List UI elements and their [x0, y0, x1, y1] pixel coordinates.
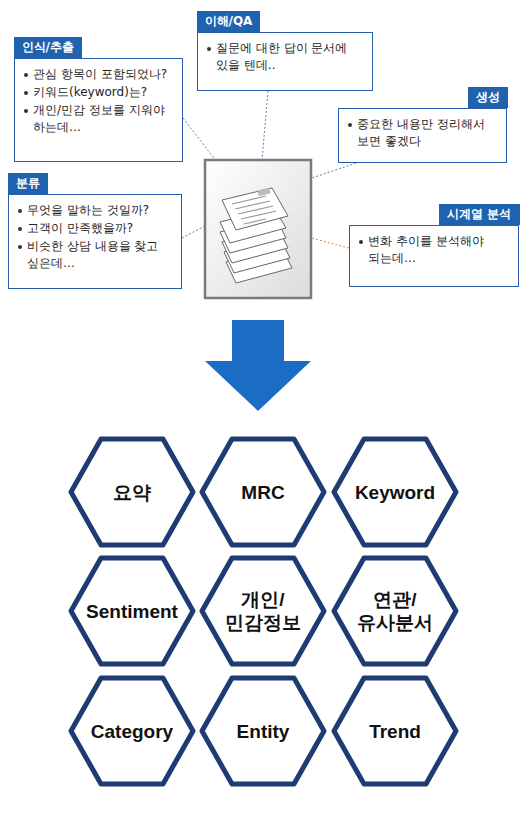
- bullet-dot: [24, 109, 28, 113]
- hexagon-shape: [202, 678, 324, 784]
- bullet-item: 개인/민감 정보를 지워야 하는데…: [23, 102, 176, 136]
- category-tag: 분류: [8, 173, 48, 194]
- hexagon-shape: [202, 439, 324, 545]
- hexagon-shape: [71, 558, 193, 664]
- bullet-item: 관심 항목이 포함되었나?: [23, 66, 176, 83]
- bullet-dot: [18, 245, 22, 249]
- hexagon-label-holder: 요약: [113, 481, 151, 504]
- callout-box: 분류무엇을 말하는 것일까?고객이 만족했을까?비슷한 상담 내용을 찾고 싶은…: [8, 194, 182, 289]
- bullet-dot: [348, 123, 352, 127]
- bullet-item: 무엇을 말하는 것일까?: [17, 202, 175, 219]
- bullet-dot: [24, 73, 28, 77]
- feature-hexagon: 연관/ 유사분서: [331, 555, 459, 667]
- bullet-item: 고객이 만족했을까?: [17, 220, 175, 237]
- bullet-item: 질문에 대한 답이 문서에 있을 텐데..: [206, 40, 366, 74]
- hexagon-label-holder: Keyword: [355, 481, 435, 504]
- hexagon-label: 요약: [113, 482, 151, 503]
- hexagon-shape: [334, 678, 456, 784]
- bullet-dot: [359, 240, 363, 244]
- hexagon-label-holder: Trend: [369, 720, 421, 743]
- hexagon-label: Sentiment: [86, 601, 178, 622]
- document-stack: [205, 160, 311, 298]
- feature-hexagon: Entity: [199, 675, 327, 787]
- hexagon-label: Category: [91, 721, 173, 742]
- hexagon-shape: [202, 558, 324, 664]
- feature-hexagon: Category: [68, 675, 196, 787]
- bullet-dot: [24, 91, 28, 95]
- hexagon-label: 연관/ 유사분서: [357, 589, 433, 633]
- hexagon-label-holder: Category: [91, 720, 173, 743]
- hexagon-shape: [71, 678, 193, 784]
- hexagon-shape: [334, 558, 456, 664]
- callout-box: 생성중요한 내용만 정리해서 보면 좋겠다: [338, 108, 507, 163]
- hexagon-label: Entity: [237, 721, 290, 742]
- hexagon-label-holder: 연관/ 유사분서: [354, 588, 436, 634]
- hexagon-shape: [334, 439, 456, 545]
- hexagon-label: Keyword: [355, 482, 435, 503]
- bullet-item: 비슷한 상담 내용을 찾고 싶은데…: [17, 238, 175, 272]
- down-arrow: [205, 320, 311, 411]
- category-tag: 생성: [468, 87, 508, 108]
- callout-box: 인식/추출관심 항목이 포함되었나?키워드(keyword)는?개인/민감 정보…: [14, 58, 183, 162]
- bullet-dot: [18, 209, 22, 213]
- hexagon-label: 개인/ 민감정보: [225, 589, 301, 633]
- hexagon-label: Trend: [369, 721, 421, 742]
- feature-hexagon: 개인/ 민감정보: [199, 555, 327, 667]
- bullet-item: 변화 추이를 분석해야 되는데…: [358, 233, 512, 267]
- bullet-item: 키워드(keyword)는?: [23, 84, 176, 101]
- hexagon-shape: [71, 439, 193, 545]
- leader-line: [311, 238, 349, 248]
- hexagon-outline: [331, 555, 459, 667]
- category-tag: 이해/QA: [197, 11, 261, 32]
- hexagon-label-holder: Entity: [237, 720, 290, 743]
- callout-box: 시계열 분석변화 추이를 분석해야 되는데…: [349, 225, 519, 287]
- bullet-text: 비슷한 상담 내용을 찾고 싶은데…: [27, 239, 158, 270]
- feature-hexagon: MRC: [199, 436, 327, 548]
- feature-hexagon: Keyword: [331, 436, 459, 548]
- bullet-text: 중요한 내용만 정리해서 보면 좋겠다: [357, 117, 485, 148]
- bullet-text: 질문에 대한 답이 문서에 있을 텐데..: [216, 41, 347, 72]
- feature-hexagon: Trend: [331, 675, 459, 787]
- hexagon-label-holder: Sentiment: [86, 600, 178, 623]
- bullet-text: 개인/민감 정보를 지워야 하는데…: [33, 103, 165, 134]
- hexagon-outline: [199, 555, 327, 667]
- bullet-dot: [207, 47, 211, 51]
- bullet-text: 변화 추이를 분석해야 되는데…: [368, 234, 484, 265]
- bullet-dot: [18, 227, 22, 231]
- hexagon-label-holder: 개인/ 민감정보: [222, 588, 304, 634]
- hexagon-label: MRC: [241, 482, 284, 503]
- callout-box: 이해/QA질문에 대한 답이 문서에 있을 텐데..: [197, 32, 373, 91]
- bullet-text: 키워드(keyword)는?: [33, 85, 147, 99]
- bullet-text: 무엇을 말하는 것일까?: [27, 203, 149, 217]
- category-tag: 시계열 분석: [439, 204, 519, 225]
- bullet-text: 고객이 만족했을까?: [27, 221, 133, 235]
- feature-hexagon: 요약: [68, 436, 196, 548]
- bullet-item: 중요한 내용만 정리해서 보면 좋겠다: [347, 116, 500, 150]
- bullet-text: 관심 항목이 포함되었나?: [33, 67, 167, 81]
- category-tag: 인식/추출: [14, 37, 82, 58]
- feature-hexagon: Sentiment: [68, 555, 196, 667]
- hexagon-label-holder: MRC: [241, 481, 284, 504]
